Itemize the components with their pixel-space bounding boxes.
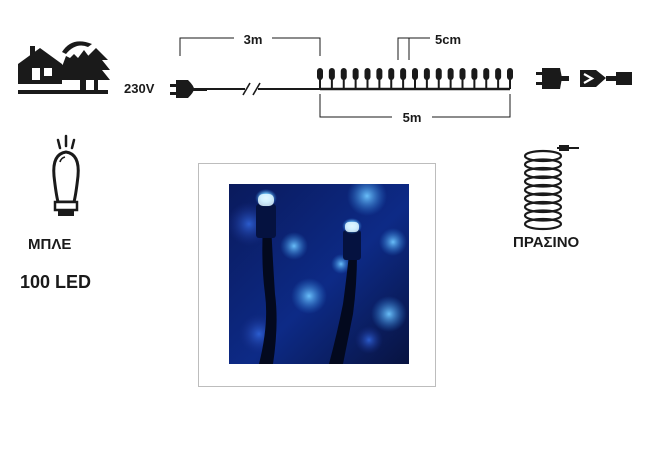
coil-loop <box>523 183 563 197</box>
led-stem <box>425 79 428 89</box>
coil-loop <box>523 149 563 163</box>
led-stem <box>437 79 440 89</box>
led-bulb <box>328 68 335 80</box>
product-photo <box>229 184 409 364</box>
led-stem <box>449 79 452 89</box>
voltage-label: 230V <box>124 81 155 96</box>
power-plug-icon <box>170 80 207 98</box>
led-bulb <box>388 68 395 80</box>
led-bulb <box>483 68 490 80</box>
led-bulb <box>412 68 418 80</box>
led-stem <box>319 79 321 89</box>
coil-loop <box>523 200 563 214</box>
connectable-plug-icon <box>536 68 632 89</box>
led-stem <box>509 79 511 89</box>
led-stem <box>390 79 393 89</box>
coiled-cable-icon <box>523 145 579 231</box>
lit-length-dimension <box>319 94 511 118</box>
led-bulb <box>423 68 430 80</box>
led-stem <box>330 79 333 89</box>
led-bulb <box>447 68 454 80</box>
led-bulb <box>495 68 502 80</box>
color-label: ΜΠΛΕ <box>28 236 72 253</box>
led-stem <box>366 79 369 89</box>
led-stem <box>354 79 357 89</box>
coil-loop <box>523 209 563 222</box>
led-bulb <box>364 68 371 80</box>
coil-loop <box>523 158 563 171</box>
led-bulb <box>459 68 466 80</box>
spacing-dimension <box>397 37 430 60</box>
led-stem <box>473 79 476 89</box>
lead-dimension <box>179 37 321 56</box>
led-stem <box>342 79 345 89</box>
led-bulb <box>376 68 383 80</box>
led-stem <box>485 79 488 89</box>
led-stem <box>461 79 464 89</box>
product-photo-frame <box>198 163 436 387</box>
led-bulb <box>400 68 407 80</box>
led-bulbs <box>317 68 513 89</box>
led-stem <box>402 79 405 89</box>
cable-color-label: ΠΡΑΣΙΝΟ <box>513 234 580 251</box>
lead-length-label: 3m <box>244 32 263 47</box>
led-bulb <box>471 68 478 80</box>
coil-loop <box>523 175 563 188</box>
string-light-diagram: 230V 3m 5cm 5m <box>18 32 632 125</box>
coil-loop <box>523 217 563 231</box>
led-count-label: 100 LED <box>20 272 92 292</box>
led-bulb <box>352 68 359 80</box>
spacing-label: 5cm <box>435 32 461 47</box>
house-tree-icon <box>18 41 110 94</box>
led-bulb <box>435 68 442 80</box>
lit-length-label: 5m <box>403 110 422 125</box>
led-stem <box>414 79 416 89</box>
led-bulb-icon <box>52 134 80 216</box>
led-bulb <box>340 68 347 80</box>
coil-loop <box>523 166 563 180</box>
led-bulb <box>507 68 513 80</box>
lead-cable <box>206 82 320 96</box>
led-stem <box>378 79 381 89</box>
led-stem <box>497 79 500 89</box>
coil-loop <box>523 192 563 205</box>
led-bulb <box>317 68 323 80</box>
